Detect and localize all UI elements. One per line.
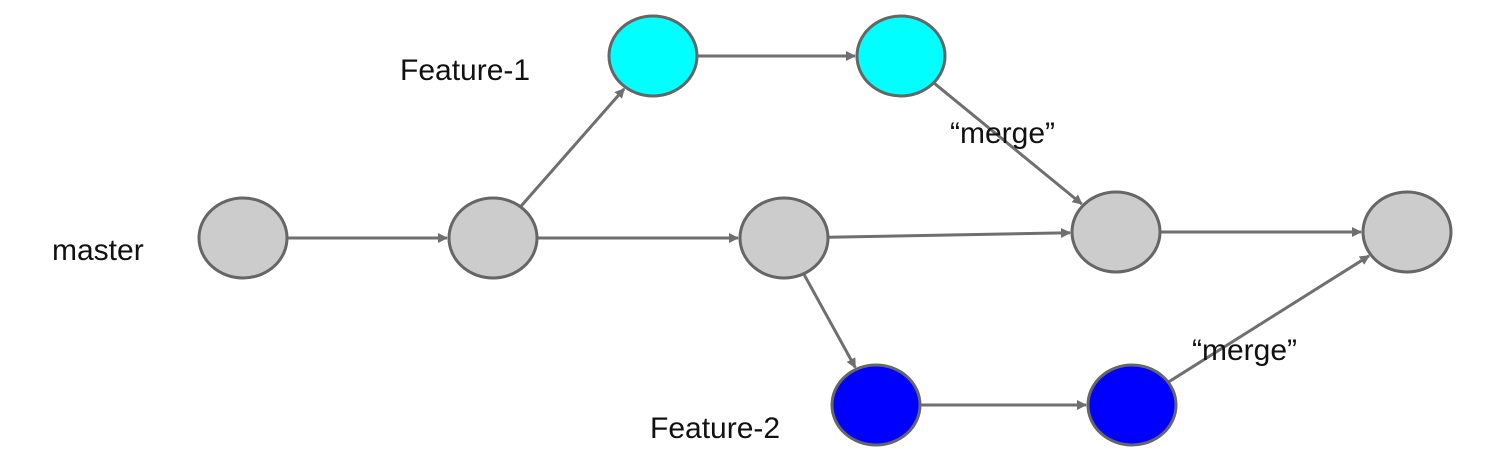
edge-m3-to-m4 xyxy=(827,227,1071,239)
master-label: master xyxy=(52,234,144,267)
edge-f2b-to-m5 xyxy=(1167,254,1370,384)
commit-node-f2b xyxy=(1086,363,1178,447)
edge-m2-to-f1a xyxy=(519,87,626,208)
commit-node-f1b xyxy=(855,14,947,98)
feature-1-label: Feature-1 xyxy=(400,54,530,87)
merge-label-lower: “merge” xyxy=(1192,334,1297,367)
edge-f1b-to-m4 xyxy=(932,81,1083,206)
edge-m3-to-f2a xyxy=(802,273,857,369)
edges-layer xyxy=(287,51,1370,410)
feature-2-label: Feature-2 xyxy=(650,412,780,445)
commit-node-m4 xyxy=(1070,190,1162,274)
commit-node-f2a xyxy=(830,363,922,447)
commit-node-m5 xyxy=(1361,190,1453,274)
commit-node-m1 xyxy=(197,196,289,280)
merge-label-upper: “merge” xyxy=(950,117,1055,150)
commit-node-m2 xyxy=(447,196,539,280)
commit-node-m3 xyxy=(738,196,830,280)
commit-node-f1a xyxy=(607,14,699,98)
nodes-layer xyxy=(197,14,1453,447)
